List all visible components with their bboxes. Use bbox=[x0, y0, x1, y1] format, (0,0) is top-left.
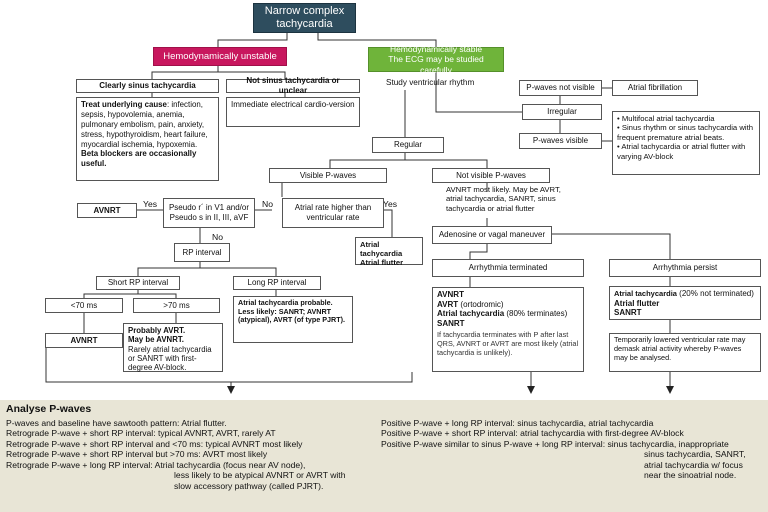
analyse-right: Positive P-wave + long RP interval: sinu… bbox=[381, 418, 746, 481]
persist-box: Arrhythmia persist bbox=[609, 259, 761, 277]
lowered-rate-box: Temporarily lowered ventricular rate may… bbox=[609, 333, 761, 372]
unstable-box: Hemodynamically unstable bbox=[153, 47, 287, 66]
lt70-box: <70 ms bbox=[45, 298, 123, 313]
long-rp-text-box: Atrial tachycardia probable. Less likely… bbox=[233, 296, 353, 343]
probably-avrt-box: Probably AVRT. May be AVNRT. Rarely atri… bbox=[123, 323, 223, 372]
treat-box: Treat underlying cause: infection, sepsi… bbox=[76, 97, 219, 181]
pseudo-box: Pseudo r´ in V1 and/or Pseudo s in II, I… bbox=[163, 198, 255, 228]
pwaves-not-visible-box: P-waves not visible bbox=[519, 80, 602, 96]
irregular-box: Irregular bbox=[522, 104, 602, 120]
rp-interval-box: RP interval bbox=[174, 243, 230, 262]
avnrt-box-2: AVNRT bbox=[45, 333, 123, 348]
cardioversion-box: Immediate electrical cardio-version bbox=[226, 97, 360, 127]
not-visible-pwaves-box: Not visible P-waves bbox=[432, 168, 550, 183]
pwaves-visible-box: P-waves visible bbox=[519, 133, 602, 149]
terminated-box: Arrhythmia terminated bbox=[432, 259, 584, 277]
study-label: Study ventricular rhythm bbox=[386, 78, 475, 87]
yes-label-left: Yes bbox=[143, 199, 158, 209]
no-label-mid: No bbox=[262, 199, 273, 209]
sinus-box: Clearly sinus tachycardia bbox=[76, 79, 219, 93]
analyse-panel bbox=[0, 400, 768, 512]
not-sinus-box: Not sinus tachycardia or unclear bbox=[226, 76, 360, 95]
no-label-down: No bbox=[212, 232, 223, 242]
gt70-box: >70 ms bbox=[133, 298, 220, 313]
long-rp-box: Long RP interval bbox=[233, 276, 321, 290]
regular-box: Regular bbox=[372, 137, 444, 153]
visible-pwaves-box: Visible P-waves bbox=[269, 168, 387, 183]
short-rp-box: Short RP interval bbox=[96, 276, 180, 290]
title-text: Narrow complex tachycardia bbox=[264, 4, 345, 30]
persist-list-box: Atrial tachycardia (20% not terminated) … bbox=[609, 286, 761, 320]
atrial-rate-box: Atrial rate higher than ventricular rate bbox=[282, 198, 384, 228]
analyse-left: P-waves and baseline have sawtooth patte… bbox=[6, 418, 346, 491]
title-box: Narrow complex tachycardia bbox=[253, 3, 356, 33]
avnrt-box-1: AVNRT bbox=[77, 203, 137, 218]
stable-box: Hemodynamically stable The ECG may be st… bbox=[368, 44, 504, 75]
yes-label-right: Yes bbox=[383, 199, 398, 209]
adenosine-box: Adenosine or vagal maneuver bbox=[432, 226, 552, 244]
irregular-list-box: • Multifocal atrial tachycardia • Sinus … bbox=[612, 111, 760, 175]
atrial-fib-box: Atrial fibrillation bbox=[612, 80, 698, 96]
avnrt-most-likely-note: AVNRT most likely. May be AVRT, atrial t… bbox=[446, 185, 561, 213]
analyse-heading: Analyse P-waves bbox=[6, 403, 92, 415]
terminated-list-box: AVNRT AVRT (ortodromic) Atrial tachycard… bbox=[432, 287, 584, 372]
at-af-box: Atrial tachycardia Atrial flutter bbox=[355, 237, 423, 267]
